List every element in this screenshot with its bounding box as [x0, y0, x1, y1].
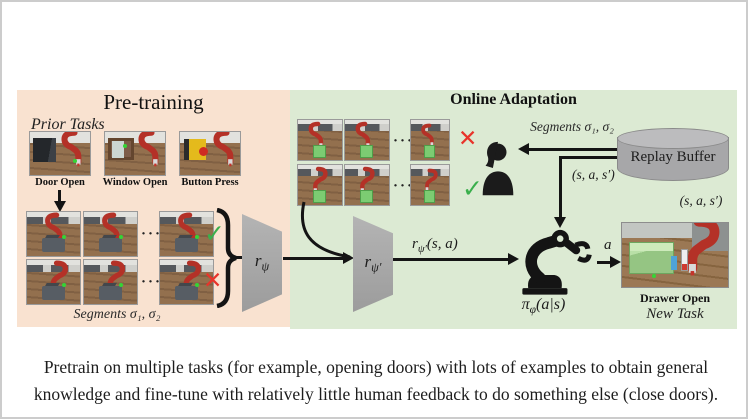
button-prop — [184, 139, 208, 160]
target-dot — [123, 144, 127, 149]
replay-buffer-label: Replay Buffer — [630, 149, 716, 165]
action-arrow-line — [597, 261, 611, 264]
target-dot — [651, 274, 656, 279]
pretraining-panel: Pre-training Prior Tasks Door Open Windo… — [17, 90, 290, 327]
robot-arm-icon — [210, 131, 241, 168]
robot-arm-icon — [671, 222, 726, 277]
online-segments-label: Segments σ₁, σ₂ — [530, 119, 614, 134]
drawer-box — [359, 189, 373, 204]
button-press-label: Button Press — [181, 177, 239, 188]
online-adaptation-title: Online Adaptation — [450, 91, 577, 108]
reward-output-label: rψ′(s, a) — [412, 236, 458, 255]
pretrained-reward-label: rψ — [254, 251, 270, 274]
segments-arrow-head — [518, 143, 529, 155]
object-box — [41, 285, 66, 300]
segments-arrow-line — [528, 148, 617, 151]
window-prop — [108, 138, 135, 161]
segment-frame — [159, 259, 214, 305]
door-open-label: Door Open — [35, 177, 85, 188]
gripper — [681, 248, 689, 271]
object-box — [41, 237, 66, 252]
pretrained-reward-model: rψ — [242, 214, 282, 312]
ellipsis: ··· — [393, 178, 415, 194]
figure-caption: Pretrain on multiple tasks (for example,… — [2, 354, 746, 408]
pretraining-segments-label: Segments σ₁, σ₂ — [73, 307, 161, 322]
policy-robot-icon — [518, 222, 598, 296]
drawer-box — [423, 144, 435, 159]
prior-tasks-label: Prior Tasks — [31, 116, 105, 133]
transition-arrow-head — [554, 217, 566, 228]
window-open-label: Window Open — [102, 177, 168, 188]
ellipsis: ··· — [141, 274, 163, 290]
drawer-open-image — [621, 222, 729, 288]
online-segments-curve — [300, 201, 351, 259]
segment-frame — [159, 211, 214, 257]
policy-label: πφ(a|s) — [521, 296, 566, 317]
button-press-thumbnail — [179, 131, 241, 176]
drawer-handle — [670, 256, 677, 271]
segment-frame — [83, 211, 138, 257]
object-box — [174, 285, 199, 300]
online-segment-frame — [344, 119, 390, 161]
segment-frame — [26, 211, 81, 257]
online-segment-frame — [344, 164, 390, 206]
cross-icon: ✕ — [458, 126, 478, 152]
window-open-thumbnail — [104, 131, 166, 176]
online-segment-frame — [410, 164, 450, 206]
robot-arm-icon — [135, 131, 166, 168]
wall — [30, 132, 90, 144]
object-box — [174, 237, 199, 252]
reward-arrow-line — [392, 258, 510, 261]
pretraining-title: Pre-training — [103, 90, 204, 114]
down-arrow-line — [58, 190, 61, 202]
human-silhouette-icon — [481, 138, 515, 198]
check-icon: ✓ — [462, 174, 483, 203]
caption-line-1: Pretrain on multiple tasks (for example,… — [43, 357, 709, 377]
drawer-box — [629, 242, 674, 275]
cross-icon: ✕ — [203, 268, 223, 294]
online-segment-frame — [410, 119, 450, 161]
transition-line-v — [559, 156, 562, 218]
drawer-box — [312, 144, 326, 159]
segment-frame — [26, 259, 81, 305]
check-icon: ✓ — [204, 219, 225, 248]
action-arrow-head — [610, 256, 621, 268]
transition-line-h — [559, 156, 617, 159]
drawer-box — [359, 144, 373, 159]
drawer-box — [423, 189, 435, 204]
reward-transfer-arrow-line — [283, 257, 345, 260]
object-box — [98, 237, 123, 252]
drawer-box — [312, 189, 326, 204]
brace-arrow-line — [234, 256, 244, 259]
action-label: a — [604, 237, 612, 253]
replay-buffer: Replay Buffer — [617, 128, 729, 181]
caption-line-2: knowledge and fine-tune with relatively … — [33, 384, 719, 404]
drawer-open-label: Drawer Open — [639, 291, 711, 305]
ellipsis: ··· — [141, 226, 163, 242]
online-segment-frame — [297, 164, 343, 206]
new-task-label: New Task — [646, 306, 704, 322]
down-arrow-head — [54, 201, 66, 212]
transition-label-mid: (s, a, s′) — [572, 167, 615, 182]
reward-arrow-head — [508, 253, 519, 265]
door-prop — [33, 138, 56, 163]
object-box — [98, 285, 123, 300]
wall — [105, 132, 165, 144]
target-dot — [73, 158, 78, 163]
finetuned-reward-label: rψ′ — [364, 252, 382, 275]
finetuned-reward-model: rψ′ — [353, 216, 393, 312]
transition-label-right: (s, a, s′) — [679, 193, 723, 208]
segment-frame — [83, 259, 138, 305]
ellipsis: ··· — [393, 133, 415, 149]
wall — [180, 132, 240, 144]
online-segment-frame — [297, 119, 343, 161]
door-open-thumbnail — [29, 131, 91, 176]
